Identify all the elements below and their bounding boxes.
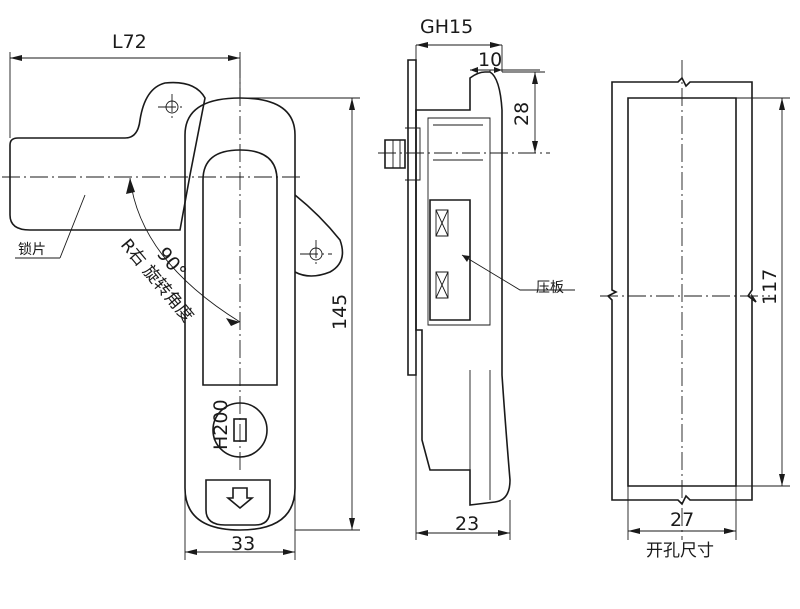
- handle-slot: [202, 149, 278, 386]
- side-inner-lines: [433, 124, 483, 161]
- nut: [384, 139, 406, 169]
- dim-33-label: 33: [231, 533, 255, 555]
- cutout-view: [600, 60, 790, 540]
- side-body: [415, 71, 511, 506]
- pressure-plate-arrow: [462, 255, 470, 262]
- nut-lines: [392, 140, 401, 168]
- lug-hole-center: [300, 240, 332, 268]
- dim-10-label: 10: [478, 49, 502, 71]
- dim-L72-label: L72: [112, 31, 147, 53]
- tongue-hole-center: [158, 94, 186, 120]
- panel-plate: [407, 59, 417, 376]
- side-lower-lines: [469, 370, 491, 500]
- plate-screw-cross: [435, 209, 449, 299]
- lock-tongue-label: 锁片: [18, 242, 46, 258]
- h200-label: H200: [210, 399, 232, 450]
- dim-10-arrows: [470, 67, 502, 73]
- cutout-outer: [606, 76, 757, 506]
- lock-tongue-shape: [9, 81, 206, 231]
- dim-23-lines: [415, 375, 511, 540]
- dim-27-arrows: [628, 528, 736, 534]
- cutout-size-label: 开孔尺寸: [646, 541, 714, 561]
- side-view: [378, 42, 575, 540]
- dim-145-lines: [240, 97, 360, 531]
- dim-23-label: 23: [455, 513, 479, 535]
- dim-28-lines: [502, 71, 545, 153]
- rotation-arrow-bottom: [226, 318, 240, 326]
- pressure-plate-label: 压板: [536, 280, 564, 296]
- dim-L72-lines: [9, 52, 241, 138]
- down-arrow-icon: [225, 487, 255, 510]
- push-button: [205, 479, 271, 526]
- dim-33-lines: [184, 488, 296, 560]
- dim-27-label: 27: [670, 509, 694, 531]
- pressure-plate: [429, 199, 471, 321]
- dim-10-lines: [470, 69, 540, 72]
- washer: [405, 127, 421, 181]
- key-cylinder: [212, 402, 268, 458]
- dim-GH15-label: GH15: [420, 16, 473, 38]
- dim-33-arrows: [185, 549, 295, 555]
- dim-GH15-lines: [415, 44, 503, 72]
- dim-117-label: 117: [759, 269, 781, 305]
- dim-145-label: 145: [329, 294, 351, 330]
- tongue-leader: [59, 194, 86, 259]
- side-inner: [427, 117, 491, 326]
- rotation-arrow-top: [126, 178, 135, 194]
- dim-117-lines: [736, 97, 790, 487]
- pressure-plate-leader: [461, 254, 575, 291]
- keyhole: [233, 418, 247, 442]
- side-lug: [294, 194, 344, 277]
- dim-28-label: 28: [511, 102, 533, 126]
- front-view: [2, 52, 360, 560]
- rotation-arc: [129, 177, 241, 323]
